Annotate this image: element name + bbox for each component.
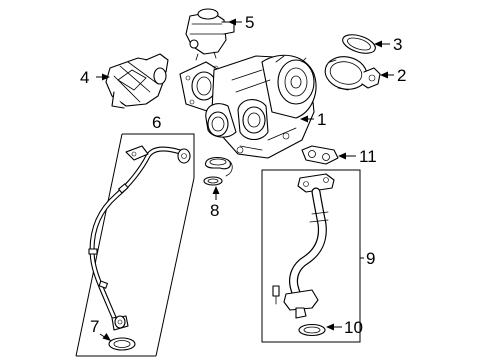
part-7-gasket xyxy=(108,337,136,351)
oil-return-line xyxy=(272,173,335,319)
callout-11: 11 xyxy=(359,147,377,166)
leader-10 xyxy=(326,323,342,331)
callout-10: 10 xyxy=(344,318,363,337)
leader-7 xyxy=(99,333,111,341)
box-6-oil-feed xyxy=(75,133,195,357)
leader-1 xyxy=(300,115,314,123)
callout-1: 1 xyxy=(317,110,326,129)
part-8-o-rings xyxy=(203,156,233,186)
part-3-gasket xyxy=(342,34,376,54)
leader-2 xyxy=(380,71,394,79)
leader-8 xyxy=(212,186,220,200)
part-2-clamp xyxy=(324,56,381,91)
callout-2: 2 xyxy=(397,66,406,85)
callout-8: 8 xyxy=(210,201,219,220)
callout-3: 3 xyxy=(393,35,402,54)
leader-3 xyxy=(374,40,390,48)
callout-6: 6 xyxy=(152,113,161,132)
part-10-gasket xyxy=(298,323,326,337)
part-1-turbocharger xyxy=(179,54,317,159)
callout-9: 9 xyxy=(366,249,375,268)
leader-11 xyxy=(338,152,356,160)
part-4-valve xyxy=(105,53,169,109)
part-5-actuator xyxy=(185,8,235,61)
leader-4 xyxy=(96,73,110,81)
callout-7: 7 xyxy=(90,317,99,336)
callout-4: 4 xyxy=(80,68,89,87)
oil-feed-line xyxy=(88,145,191,331)
box-9-oil-return xyxy=(261,169,361,343)
callout-5: 5 xyxy=(245,13,254,32)
part-11-gasket xyxy=(301,145,339,165)
leader-5 xyxy=(228,18,242,26)
